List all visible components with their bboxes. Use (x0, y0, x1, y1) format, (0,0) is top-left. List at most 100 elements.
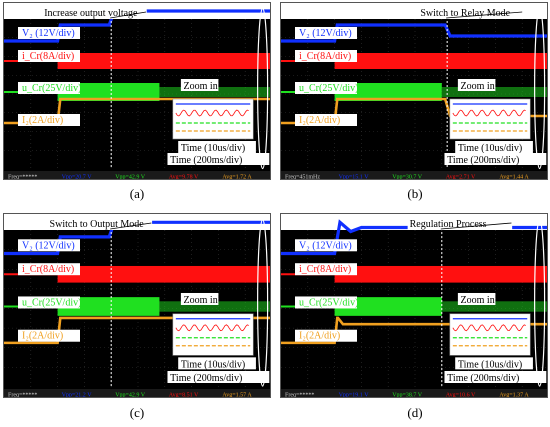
ucr-trace-tail (441, 87, 547, 97)
status-text: Avg=1.44 A (499, 175, 529, 181)
zoom-ellipse (534, 7, 546, 170)
trace-label: u_Cr(25V/div) (22, 83, 81, 94)
scope-panel-a: V₂ (12V/div) i_Cr(8A/div) u_Cr(25V/div) I₂(… (3, 2, 271, 180)
trace-label: u_Cr(25V/div) (299, 83, 358, 94)
scope-canvas-d: V₂ (12V/div)i_Cr(8A/div)u_Cr(25V/div)I₂(… (281, 214, 547, 399)
zoom-time-bg (455, 357, 533, 370)
trace-label-bg (18, 239, 80, 252)
scope-panel-c: V₂ (12V/div) i_Cr(8A/div) u_Cr(25V/div) I₂(… (3, 213, 271, 398)
zoom-label: Zoom in (184, 81, 218, 92)
trace-label-bg (18, 27, 80, 39)
status-text: Vpp=21.2 V (62, 393, 93, 399)
i2-trace (281, 316, 547, 345)
status-bar (4, 171, 270, 179)
annotation-text: Switch to Output Mode (50, 219, 145, 230)
scope-panel-b: V₂ (12V/div)i_Cr(8A/div)u_Cr(25V/div)I₂(… (280, 2, 548, 180)
ucr-trace-tail (159, 87, 270, 97)
annotation-bg (418, 5, 523, 19)
trace-label: V₂ (12V/div) (22, 28, 75, 39)
status-text: Avg=8.51 V (169, 393, 199, 399)
zoom-inset (172, 313, 254, 356)
status-text: Avg=2.71 V (446, 175, 476, 181)
scope-canvas-c: V₂ (12V/div) i_Cr(8A/div) u_Cr(25V/div) I₂(… (4, 214, 270, 399)
status-text: Avg=9.78 V (169, 175, 199, 181)
status-text: Vpp=19.1 V (339, 393, 370, 399)
status-text: Avg=1.37 A (499, 393, 529, 399)
trace-label-bg (295, 50, 357, 62)
v2-trace (281, 23, 547, 43)
ucr-trace (334, 297, 442, 316)
trace-label: I₂(2A/div) (299, 115, 340, 126)
trace-label: I₂(2A/div) (22, 331, 63, 342)
status-text: Freq=***** (8, 175, 37, 181)
trace-label: i_Cr(8A/div) (22, 264, 74, 275)
zoom-inset (449, 98, 531, 140)
status-text: Vpp=42.9 V (115, 175, 146, 181)
zoom-label: Zoom in (184, 295, 218, 306)
zoom-icr (452, 109, 526, 117)
scope-canvas-b: V₂ (12V/div)i_Cr(8A/div)u_Cr(25V/div)I₂(… (281, 3, 547, 181)
trace-label: I₂(2A/div) (22, 115, 63, 126)
status-text: Freq=***** (8, 393, 37, 399)
status-bar (281, 171, 547, 179)
zoom-icr (175, 324, 249, 332)
zoom-label: Zoom in (461, 81, 495, 92)
panel-label-a: (a) (129, 186, 145, 201)
ucr-trace (57, 83, 160, 101)
trace-label: I₂(2A/div) (299, 331, 340, 342)
zoom-time-label: Time (10us/div) (181, 359, 245, 370)
zoom-ellipse (534, 218, 546, 387)
trace-label-bg (295, 329, 357, 342)
annotation-arrow (110, 11, 147, 19)
time-label: Time (200ms/div) (170, 155, 242, 166)
zoom-label-bg (180, 79, 219, 91)
zoom-icr (175, 109, 249, 117)
annotation-text: Regulation Process (410, 219, 487, 230)
trace-label: V₂ (12V/div) (22, 240, 75, 251)
annotation-bg (42, 5, 147, 19)
trace-label-bg (18, 82, 80, 94)
scope-panel-d: V₂ (12V/div)i_Cr(8A/div)u_Cr(25V/div)I₂(… (280, 213, 548, 398)
status-text: Avg=10.6 V (446, 393, 476, 399)
zoom-label: Zoom in (461, 295, 495, 306)
time-label: Time (200ms/div) (447, 155, 519, 166)
icr-trace (334, 265, 547, 283)
zoom-label-bg (180, 292, 219, 305)
zoom-time-bg (455, 141, 533, 153)
zoom-label-bg (457, 292, 496, 305)
time-label: Time (200ms/div) (170, 373, 242, 384)
i2-trace (4, 316, 270, 345)
status-text: Vpp=20.7 V (62, 175, 93, 181)
panel-label-d: (d) (407, 405, 423, 420)
time-label-bg (167, 153, 270, 165)
trace-label: u_Cr(25V/div) (22, 297, 81, 308)
zoom-icr (452, 324, 526, 332)
zoom-ellipse (257, 7, 269, 170)
ucr-trace (57, 297, 160, 316)
ucr-trace-tail (441, 301, 547, 312)
trace-label-bg (18, 296, 80, 309)
panel-label-c: (c) (129, 405, 145, 420)
annotation-arrow (110, 222, 152, 230)
trace-label-bg (295, 27, 357, 39)
scope-canvas-a: V₂ (12V/div) i_Cr(8A/div) u_Cr(25V/div) I₂(… (4, 3, 270, 181)
status-text: Freq=***** (285, 393, 314, 399)
zoom-label-bg (457, 79, 496, 91)
zoom-time-bg (178, 141, 256, 153)
annotation-arrow (446, 11, 523, 19)
trace-label-bg (18, 114, 80, 126)
status-bar (281, 389, 547, 397)
zoom-time-label: Time (10us/div) (458, 359, 522, 370)
icr-trace (57, 265, 270, 283)
annotation-arrow (440, 222, 512, 230)
icr-trace (57, 53, 270, 69)
trace-label-bg (295, 82, 357, 94)
trace-label-bg (295, 114, 357, 126)
status-text: Vpp=38.7 V (392, 393, 423, 399)
icr-trace (334, 53, 547, 69)
status-text: Vpp=42.9 V (115, 393, 146, 399)
v2-trace (281, 219, 547, 256)
trace-label: i_Cr(8A/div) (22, 51, 74, 62)
status-text: Vpp=15.1 V (339, 175, 370, 181)
ucr-trace-tail (159, 301, 270, 312)
